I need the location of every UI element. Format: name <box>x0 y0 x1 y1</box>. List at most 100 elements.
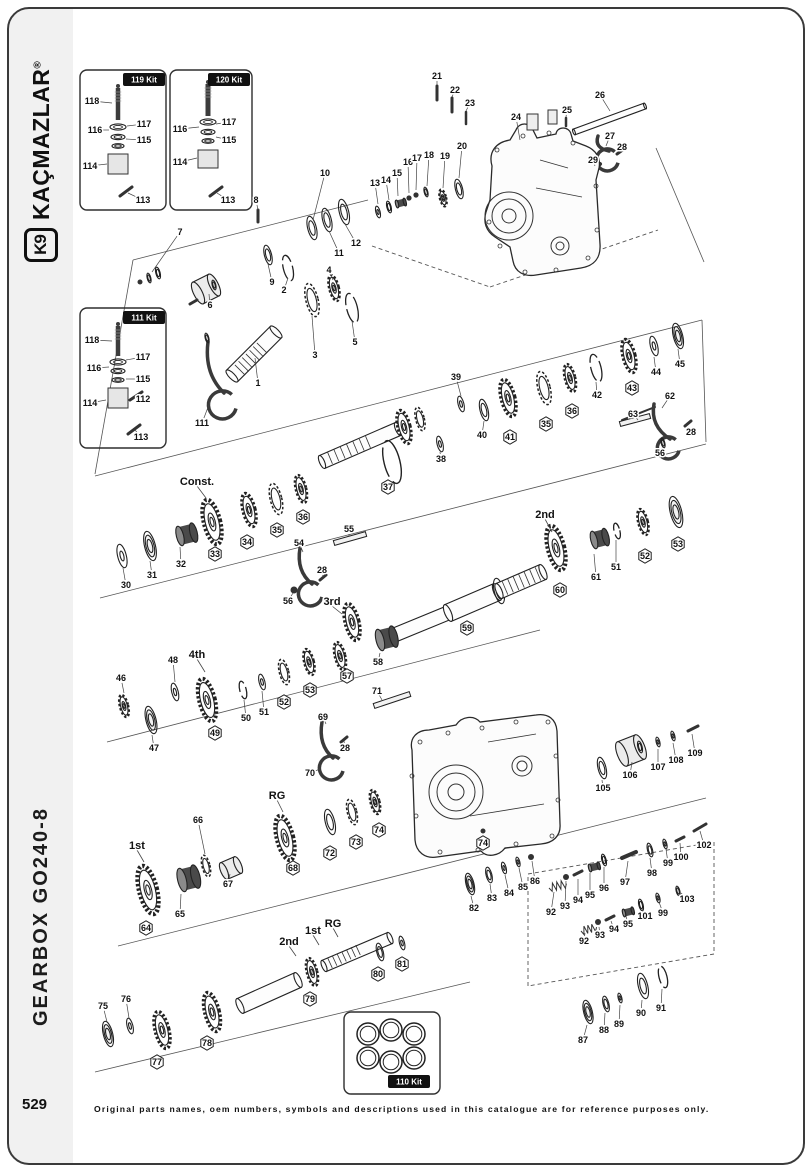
svg-text:62: 62 <box>665 391 675 401</box>
svg-text:28: 28 <box>617 142 627 152</box>
part-callout: 88 <box>597 1024 610 1037</box>
svg-text:65: 65 <box>175 909 185 919</box>
part-callout: 93 <box>593 929 606 942</box>
svg-text:56: 56 <box>655 448 665 458</box>
svg-text:53: 53 <box>305 685 315 695</box>
part-callout: 56 <box>653 447 666 460</box>
svg-text:49: 49 <box>210 728 220 738</box>
svg-text:50: 50 <box>241 713 251 723</box>
svg-text:8: 8 <box>253 195 258 205</box>
part-callout: 11 <box>333 247 346 260</box>
svg-text:92: 92 <box>546 907 556 917</box>
svg-text:102: 102 <box>696 840 711 850</box>
part-callout-hex: 52 <box>638 548 652 564</box>
svg-text:63: 63 <box>628 409 638 419</box>
part-callout: 67 <box>221 878 234 891</box>
svg-text:105: 105 <box>595 783 610 793</box>
part-callout: 99 <box>661 857 674 870</box>
svg-text:96: 96 <box>599 883 609 893</box>
hex-badge <box>240 534 254 550</box>
part-callout: 17 <box>410 152 423 165</box>
svg-text:40: 40 <box>477 430 487 440</box>
svg-text:99: 99 <box>663 858 673 868</box>
part-callout: 114 <box>81 160 99 173</box>
part-callout: 93 <box>558 900 571 913</box>
kit-label-text: 110 Kit <box>396 1078 422 1087</box>
svg-text:86: 86 <box>530 876 540 886</box>
part-callout-hex: 41 <box>503 429 517 445</box>
part-callout: 118 <box>83 95 101 108</box>
svg-text:70: 70 <box>305 768 315 778</box>
part-callout: 86 <box>528 875 541 888</box>
svg-text:83: 83 <box>487 893 497 903</box>
hex-badge <box>277 694 291 710</box>
svg-text:101: 101 <box>637 911 652 921</box>
part-callout: 95 <box>583 889 596 902</box>
gear-label: 1st <box>305 925 321 937</box>
svg-text:37: 37 <box>383 482 393 492</box>
svg-text:21: 21 <box>432 71 442 81</box>
part-callout: 56 <box>281 595 294 608</box>
part-callout: 117 <box>220 116 238 129</box>
part-callout: 28 <box>615 141 628 154</box>
part-callout: 115 <box>220 134 238 147</box>
svg-text:5: 5 <box>352 337 357 347</box>
svg-text:54: 54 <box>294 538 304 548</box>
svg-text:115: 115 <box>137 135 152 145</box>
part-callout: 70 <box>303 767 316 780</box>
svg-text:24: 24 <box>511 112 521 122</box>
svg-text:117: 117 <box>137 119 152 129</box>
svg-text:68: 68 <box>288 863 298 873</box>
svg-text:93: 93 <box>595 930 605 940</box>
hex-badge <box>460 620 474 636</box>
kit-label <box>208 73 250 86</box>
part-callout: 19 <box>438 150 451 163</box>
svg-text:113: 113 <box>221 195 236 205</box>
svg-text:115: 115 <box>222 135 237 145</box>
svg-text:41: 41 <box>505 432 515 442</box>
svg-text:91: 91 <box>656 1003 666 1013</box>
svg-text:2: 2 <box>281 285 286 295</box>
hex-badge <box>340 668 354 684</box>
svg-text:69: 69 <box>318 712 328 722</box>
svg-text:116: 116 <box>88 125 103 135</box>
part-callout: 112 <box>134 393 152 406</box>
part-callout-hex: 36 <box>565 403 579 419</box>
part-callout: 61 <box>589 571 602 584</box>
svg-text:44: 44 <box>651 367 661 377</box>
svg-text:12: 12 <box>351 238 361 248</box>
part-callout-hex: 64 <box>139 920 153 936</box>
part-callout-hex: 72 <box>323 845 337 861</box>
svg-text:77: 77 <box>152 1057 162 1067</box>
svg-text:116: 116 <box>87 363 102 373</box>
part-callout: 6 <box>206 299 214 312</box>
svg-text:82: 82 <box>469 903 479 913</box>
hex-badge <box>371 966 385 982</box>
part-callout-hex: 33 <box>208 546 222 562</box>
hex-badge <box>395 956 409 972</box>
svg-text:22: 22 <box>450 85 460 95</box>
svg-text:106: 106 <box>622 770 637 780</box>
part-callout: 31 <box>145 569 158 582</box>
svg-text:74: 74 <box>478 838 488 848</box>
part-callout-hex: 77 <box>150 1054 164 1070</box>
gear-label: 2nd <box>279 936 299 948</box>
gear-label: RG <box>269 790 286 802</box>
svg-text:58: 58 <box>373 657 383 667</box>
part-callout: 51 <box>609 561 622 574</box>
svg-text:117: 117 <box>222 117 237 127</box>
svg-text:9: 9 <box>269 277 274 287</box>
part-callout: 63 <box>626 408 639 421</box>
part-callout-hex: 36 <box>296 509 310 525</box>
svg-text:6: 6 <box>207 300 212 310</box>
svg-text:43: 43 <box>627 383 637 393</box>
kit-label <box>123 311 165 324</box>
svg-text:74: 74 <box>374 825 384 835</box>
part-callout-hex: 53 <box>671 536 685 552</box>
svg-text:78: 78 <box>202 1038 212 1048</box>
part-callout: 116 <box>171 123 189 136</box>
svg-text:28: 28 <box>686 427 696 437</box>
part-callout: 10 <box>318 167 331 180</box>
part-callout: 65 <box>173 908 186 921</box>
